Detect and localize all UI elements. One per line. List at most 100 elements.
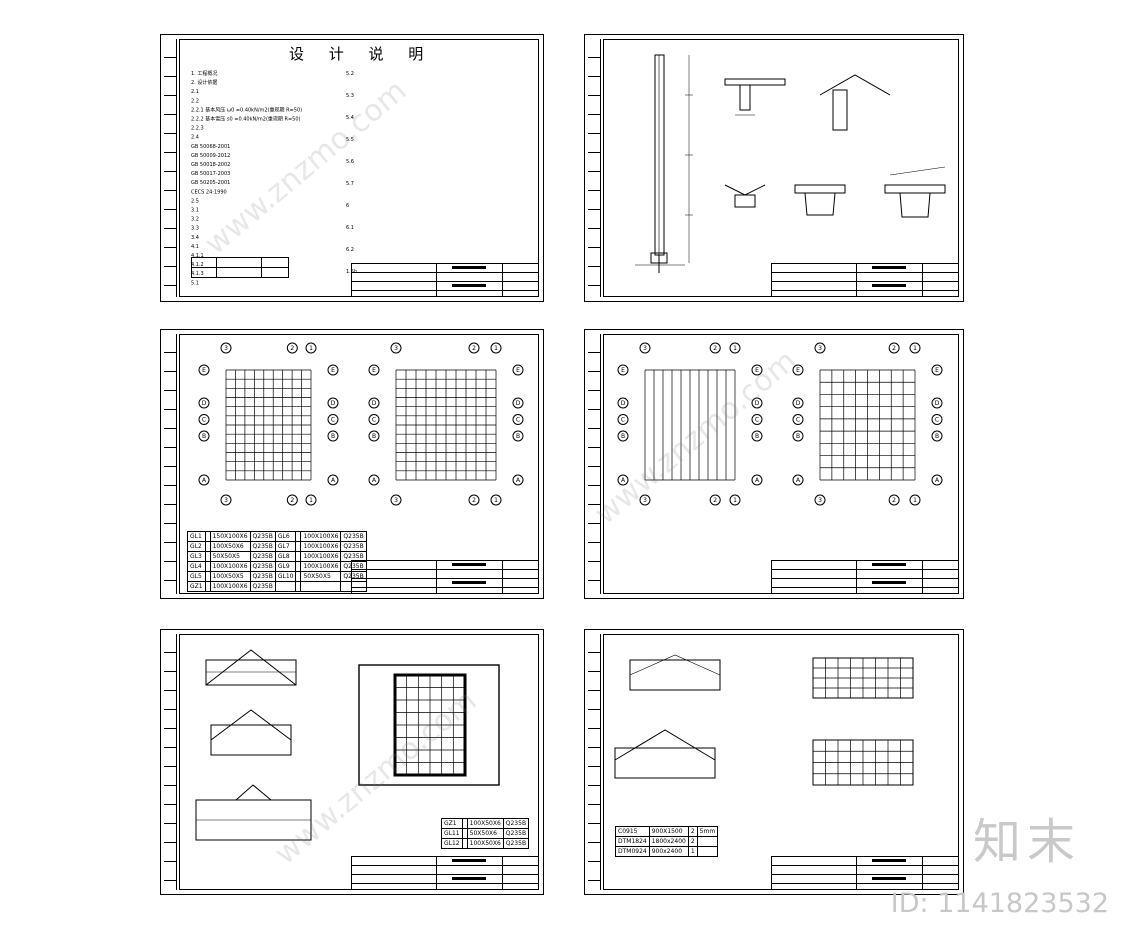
axis-label: 1 <box>494 497 498 504</box>
axis-bubble <box>490 342 502 354</box>
note-line: 3.3 <box>191 226 199 232</box>
note-line: 6.2 <box>346 247 354 253</box>
axis-bubble <box>490 494 502 506</box>
note-line: 5.2 <box>346 71 354 77</box>
axis-label: E <box>935 367 939 374</box>
note-line: 2.1 <box>191 89 199 95</box>
note-line: GB 50018-2002 <box>191 162 230 168</box>
axis-bubble <box>512 364 524 376</box>
axis-bubble <box>792 397 804 409</box>
axis-bubble <box>751 414 763 425</box>
axis-label: B <box>372 433 376 440</box>
axis-label: 3 <box>394 497 398 504</box>
axis-label: 2 <box>290 497 294 504</box>
table-cell: 100X50X6 <box>466 818 504 829</box>
axis-bubble <box>286 342 298 354</box>
table-cell: 100X100X6 <box>209 581 251 592</box>
axis-label: C <box>755 417 759 424</box>
axis-label: E <box>755 367 759 374</box>
table-cell: 150X100X6 <box>209 531 251 542</box>
axis-label: E <box>202 367 206 374</box>
axis-label: 1 <box>913 497 917 504</box>
axis-label: E <box>372 367 376 374</box>
axis-label: A <box>796 477 801 484</box>
axis-bubble <box>198 414 210 425</box>
axis-bubble <box>709 342 721 354</box>
table-cell: GL11 <box>441 828 463 839</box>
axis-label: 3 <box>224 497 228 504</box>
table-cell: GL10 <box>274 571 297 582</box>
table-cell: 100X100X6 <box>209 561 251 572</box>
table-cell <box>696 836 719 847</box>
axis-bubble <box>931 414 943 425</box>
table-cell: GL3 <box>187 551 206 562</box>
note-line: 5.5 <box>346 137 354 143</box>
elevation-drawing <box>195 649 500 841</box>
note-line: CECS 24:1990 <box>191 189 227 195</box>
table-cell: DTM1824 <box>615 836 650 847</box>
axis-bubble <box>617 397 629 409</box>
table-cell: 100X100X6 <box>300 531 342 542</box>
axis-bubble <box>888 342 900 354</box>
axis-label: D <box>202 400 207 407</box>
table-cell: Q235B <box>340 531 367 542</box>
axis-label: C <box>621 417 625 424</box>
axis-label: A <box>755 477 760 484</box>
axis-bubble <box>198 474 210 486</box>
axis-label: 3 <box>224 345 228 352</box>
table-cell: GL2 <box>187 541 206 552</box>
note-line: 4.1.1 <box>191 253 204 259</box>
axis-label: D <box>755 400 760 407</box>
axis-label: 1 <box>733 345 737 352</box>
axis-label: A <box>331 477 336 484</box>
axis-label: 1 <box>309 497 313 504</box>
table-cell: 100X50X6 <box>466 838 504 849</box>
table-cell: 50X50X6 <box>466 828 504 839</box>
axis-bubble <box>327 474 339 486</box>
table-cell: 5mm <box>696 826 719 837</box>
table-cell: Q235B <box>249 531 276 542</box>
axis-label: B <box>202 433 206 440</box>
title-block <box>351 856 539 890</box>
table-cell: 100X100X6 <box>300 541 342 552</box>
table-cell <box>295 581 302 592</box>
axis-bubble <box>368 414 380 425</box>
notes-title: 设 计 说 明 <box>289 45 434 63</box>
table-cell: 900x2400 <box>648 846 689 857</box>
axis-label: D <box>372 400 377 407</box>
axis-bubble <box>512 414 524 425</box>
table-cell: 50X50X5 <box>300 571 342 582</box>
axis-bubble <box>909 494 921 506</box>
axis-label: C <box>796 417 800 424</box>
note-line: 4.1 <box>191 244 199 250</box>
note-line: 5.3 <box>346 93 354 99</box>
axis-bubble <box>286 494 298 506</box>
table-cell: 1 <box>687 846 698 857</box>
axis-bubble <box>305 342 317 354</box>
wind-load-table <box>191 257 289 278</box>
table-cell: 100X50X5 <box>209 571 251 582</box>
axis-label: D <box>621 400 626 407</box>
title-block <box>771 263 959 297</box>
note-line: 5.4 <box>346 115 354 121</box>
table-cell: C0915 <box>615 826 650 837</box>
table-cell: Q235B <box>249 551 276 562</box>
axis-bubble <box>390 494 402 506</box>
axis-bubble <box>327 430 339 442</box>
table-cell: DTM0924 <box>615 846 650 857</box>
axis-bubble <box>751 364 763 376</box>
brand-logo: 知末 <box>972 814 1081 870</box>
axis-bubble <box>198 430 210 442</box>
table-cell: 2 <box>687 826 698 837</box>
note-line: 6 <box>346 203 349 209</box>
table-cell: GL9 <box>274 561 297 572</box>
